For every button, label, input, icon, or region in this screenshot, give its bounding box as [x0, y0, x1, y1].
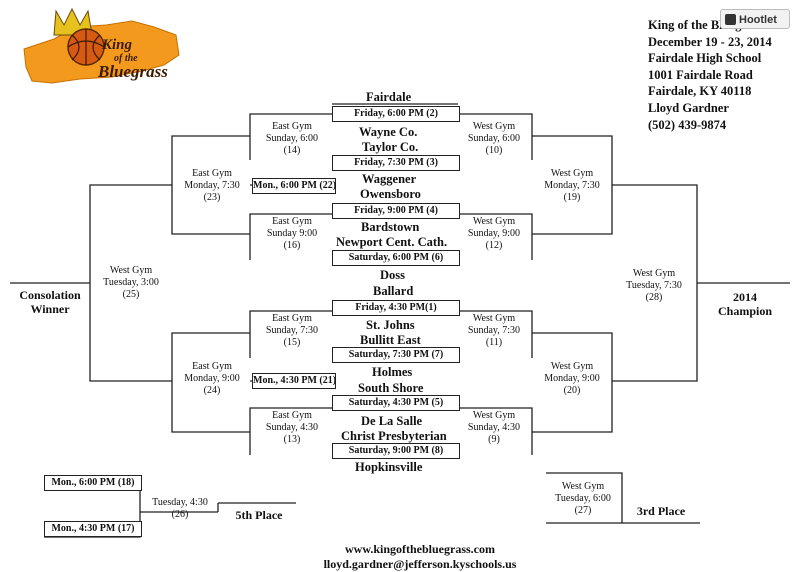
game-26: Tuesday, 4:30(26) [152, 497, 208, 520]
slot-game-18: Mon., 6:00 PM (18) [44, 475, 142, 491]
info-line: Lloyd Gardner [648, 100, 729, 115]
team-southshore: South Shore [358, 381, 424, 395]
info-line: (502) 439-9874 [648, 117, 727, 132]
team-fairdale: Fairdale [366, 90, 412, 104]
slot-game-8: Saturday, 9:00 PM (8) [332, 443, 460, 459]
third-place: 3rd Place [636, 504, 686, 518]
info-line: Fairdale High School [648, 51, 762, 66]
king-of-the-bluegrass-logo: King of the Bluegrass [23, 7, 180, 84]
email-link[interactable]: lloyd.gardner@jefferson.kyschools.us [323, 557, 517, 571]
team-stjohns: St. Johns [366, 318, 415, 332]
team-taylor: Taylor Co. [362, 140, 419, 154]
slot-game-22: Mon., 6:00 PM (22) [252, 178, 336, 194]
website-link[interactable]: www.kingofthebluegrass.com [344, 542, 495, 556]
hootlet-icon [725, 14, 736, 25]
slot-game-5: Saturday, 4:30 PM (5) [332, 395, 460, 411]
team-holmes: Holmes [372, 365, 413, 379]
team-owensboro: Owensboro [360, 187, 421, 201]
slot-game-7: Saturday, 7:30 PM (7) [332, 347, 460, 363]
hootlet-button[interactable]: Hootlet [720, 9, 790, 29]
team-doss: Doss [380, 268, 406, 282]
team-hopkinsville: Hopkinsville [355, 460, 423, 474]
team-christ: Christ Presbyterian [341, 429, 447, 443]
fifth-place: 5th Place [235, 508, 283, 522]
slot-game-21: Mon., 4:30 PM (21) [252, 373, 336, 389]
logo-text-of-the: of the [114, 53, 138, 64]
team-bullitt: Bullitt East [360, 333, 421, 347]
info-line: 1001 Fairdale Road [648, 67, 753, 82]
team-waggener: Waggener [362, 172, 417, 186]
team-delasalle: De La Salle [361, 414, 423, 428]
slot-game-6: Saturday, 6:00 PM (6) [332, 250, 460, 266]
team-wayne: Wayne Co. [359, 125, 418, 139]
info-line: December 19 - 23, 2014 [648, 34, 772, 49]
slot-game-4: Friday, 9:00 PM (4) [332, 203, 460, 219]
team-ballard: Ballard [373, 284, 414, 298]
team-newport: Newport Cent. Cath. [336, 235, 448, 249]
logo-text-bluegrass: Bluegrass [97, 62, 168, 81]
slot-game-2: Friday, 6:00 PM (2) [332, 106, 460, 122]
hootlet-label: Hootlet [739, 14, 777, 26]
slot-game-17: Mon., 4:30 PM (17) [44, 521, 142, 537]
info-line: Fairdale, KY 40118 [648, 84, 752, 99]
logo-text-king: King [101, 37, 133, 53]
team-bardstown: Bardstown [361, 220, 420, 234]
slot-game-3: Friday, 7:30 PM (3) [332, 155, 460, 171]
slot-game-1: Friday, 4:30 PM(1) [332, 300, 460, 316]
